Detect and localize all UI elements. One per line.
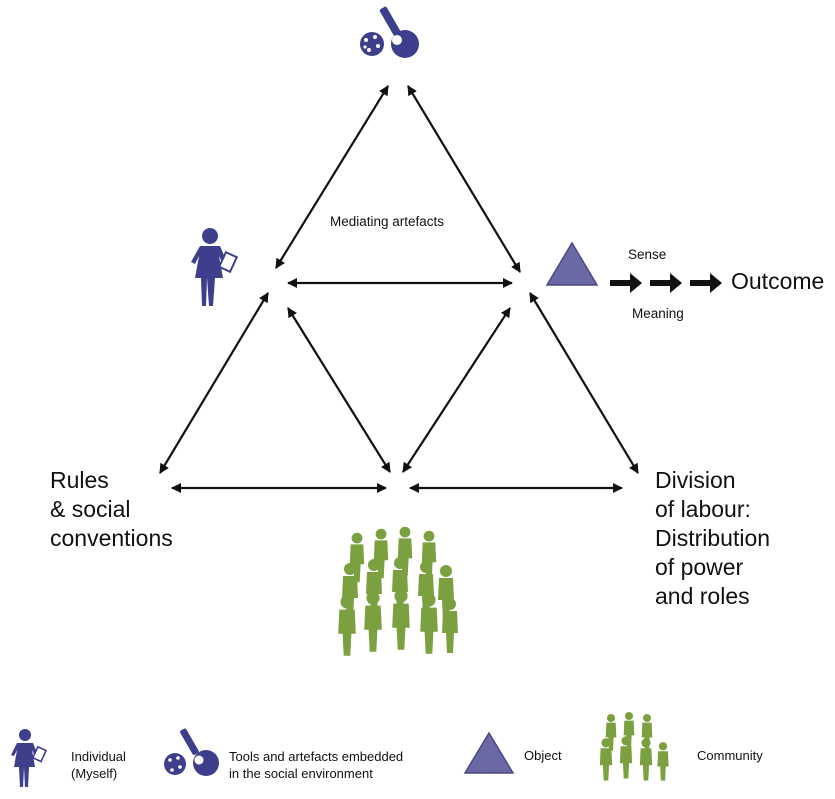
legend-community-label: Community <box>697 748 763 763</box>
rules-label: Rules & social conventions <box>50 467 173 551</box>
mediating-artefacts-label: Mediating artefacts <box>330 214 445 229</box>
legend-community-icon <box>599 712 669 781</box>
community-icon <box>338 526 458 656</box>
arrow-individual-tools <box>275 85 389 269</box>
outcome-arrows <box>610 273 722 293</box>
arrow-object-community <box>402 307 511 473</box>
arrow-object-division <box>529 292 639 474</box>
outcome-label: Outcome <box>731 268 825 294</box>
individual-icon <box>191 228 239 306</box>
meaning-label: Meaning <box>632 306 684 321</box>
sense-label: Sense <box>628 247 667 262</box>
object-triangle-icon <box>545 241 599 286</box>
arrow-individual-rules <box>159 292 269 474</box>
legend-individual-icon <box>11 729 48 787</box>
arrow-tools-object <box>407 85 521 273</box>
legend-tools-icon <box>164 728 219 776</box>
legend-object-label: Object <box>524 748 562 763</box>
legend-individual-label: Individual (Myself) <box>71 749 126 781</box>
legend-object-triangle-icon <box>463 731 515 774</box>
arrow-individual-community <box>287 307 391 473</box>
legend-tools-label: Tools and artefacts embedded in the soci… <box>229 749 404 781</box>
tools-icon <box>360 6 419 58</box>
division-of-labour-label: Division of labour: Distribution of powe… <box>655 467 771 609</box>
